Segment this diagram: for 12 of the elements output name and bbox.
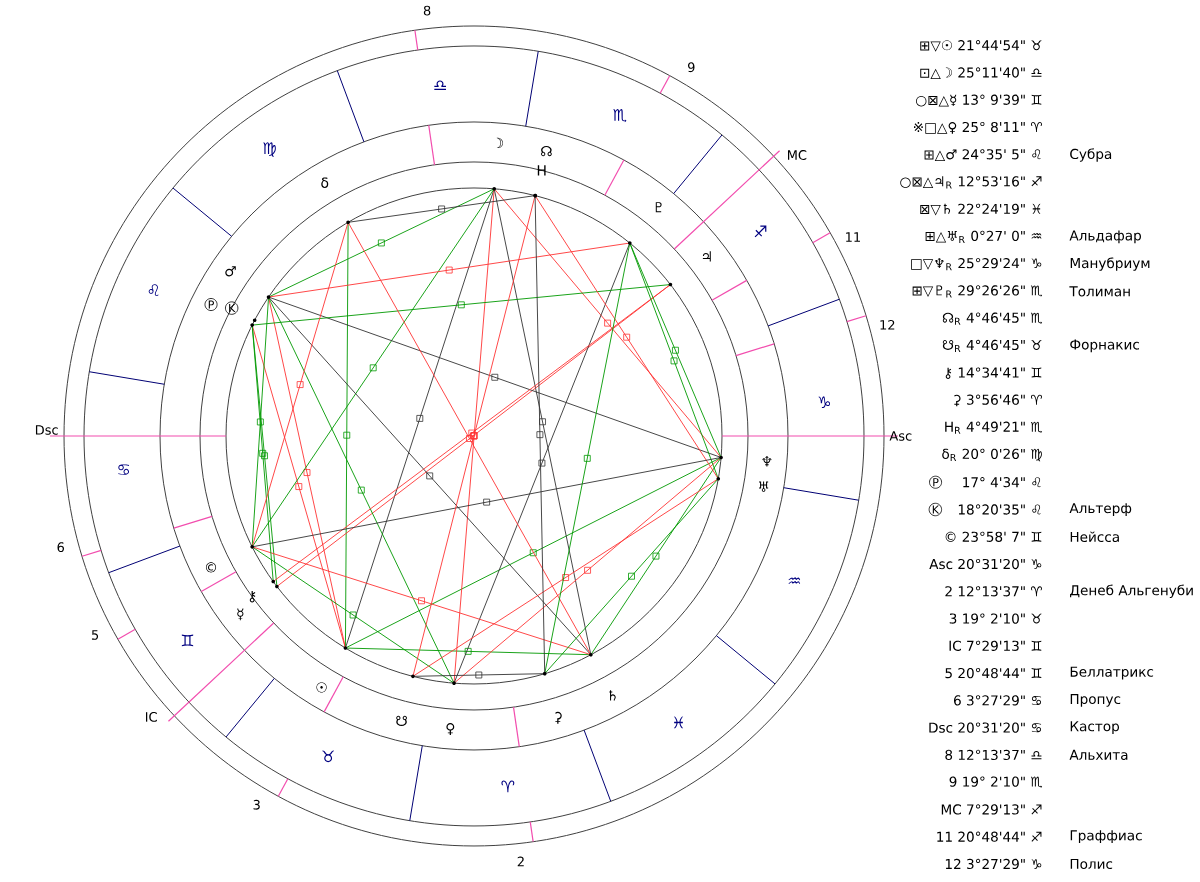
zodiac-sign: ♍	[263, 142, 276, 157]
zodiac-sign: ♌	[148, 284, 159, 296]
zodiac-sign: ♒	[788, 577, 801, 584]
zodiac-sign: ♓	[673, 716, 684, 729]
zodiac-sign: ♋	[118, 464, 130, 475]
zodiac-sign: ♑	[818, 396, 830, 408]
zodiac-sign: ♎	[434, 80, 446, 90]
zodiac-sign: ♉	[322, 750, 334, 763]
zodiac-sign: ♈	[501, 780, 515, 793]
zodiac-sign: ♊	[181, 634, 194, 647]
zodiac-sign: ♐	[754, 225, 767, 238]
zodiac-sign: ♏	[613, 109, 627, 123]
